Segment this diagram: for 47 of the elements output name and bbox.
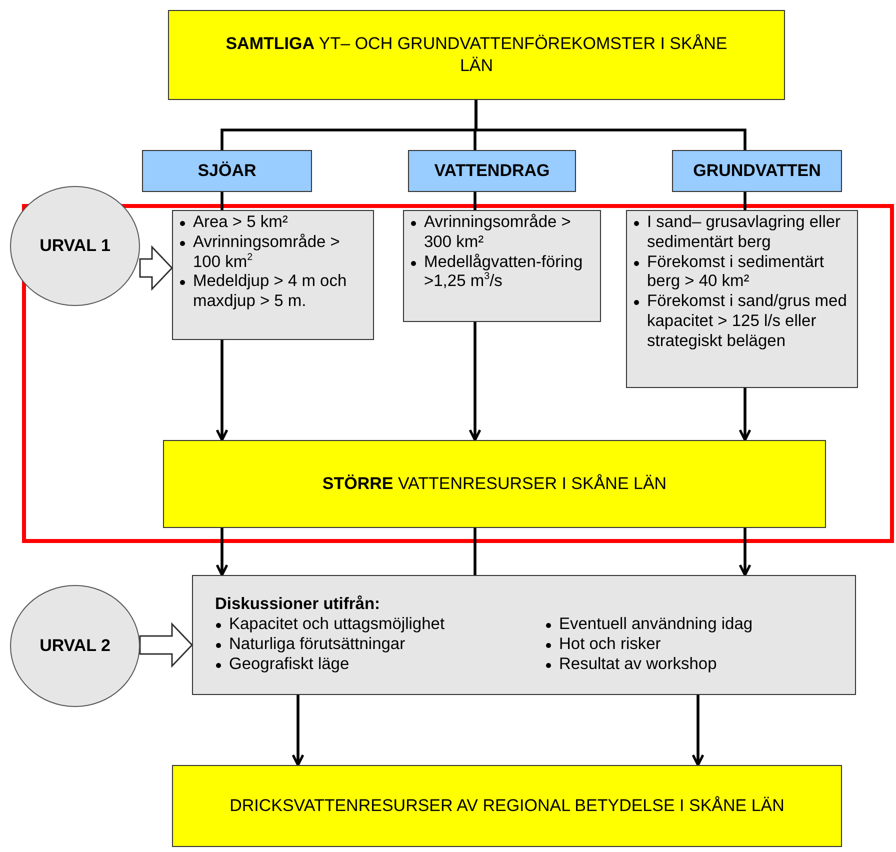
arrow bbox=[738, 388, 752, 442]
discussion-box bbox=[192, 575, 856, 695]
connector-line bbox=[474, 100, 746, 150]
bullet-item: Resultat av workshop bbox=[545, 654, 845, 675]
label: DRICKSVATTENRESURSER AV REGIONAL BETYDELSE I SKÅNE LÄN bbox=[230, 794, 784, 817]
label: GRUNDVATTEN bbox=[693, 161, 821, 181]
label: STÖRRE VATTENRESURSER I SKÅNE LÄN bbox=[322, 472, 667, 495]
bullet-item: Avrinningsområde > 300 km² bbox=[410, 213, 594, 253]
process-box bbox=[168, 10, 785, 100]
label: URVAL 2 bbox=[40, 636, 110, 656]
connector-line bbox=[744, 192, 746, 210]
bullet-item: Avrinningsområde > 100 km$^{2}$ bbox=[179, 232, 367, 272]
arrow bbox=[468, 322, 482, 442]
bullet-item: Kapacitet och uttagsmöjlighet bbox=[215, 615, 545, 635]
bullet-item: I sand– grusavlagring eller sedimentärt berg bbox=[633, 213, 851, 253]
connector-line bbox=[220, 192, 224, 210]
bullet-item: Eventuell användning idag bbox=[545, 615, 845, 635]
bullet-item: Förekomst i sand/grus med kapacitet > 125 l/s eller strategiskt belägen bbox=[633, 292, 851, 352]
arrow bbox=[738, 528, 752, 576]
process-box bbox=[163, 440, 826, 528]
label: SJÖAR bbox=[198, 161, 256, 181]
bullet-item: Naturliga förutsättningar bbox=[215, 635, 545, 655]
bullet-item: Area > 5 km² bbox=[179, 213, 367, 233]
bullet-item: Medeldjup > 4 m och maxdjup > 5 m. bbox=[179, 272, 367, 312]
bullet-item: Hot och risker bbox=[545, 635, 845, 655]
arrow bbox=[216, 340, 228, 442]
criteria-box bbox=[626, 210, 858, 388]
criteria-box bbox=[172, 210, 374, 340]
arrow bbox=[692, 695, 704, 766]
bullet-item: Medellågvatten-föring >1,25 m$^{3}$/s bbox=[410, 252, 594, 292]
block-arrow bbox=[139, 245, 174, 291]
category-box bbox=[142, 150, 312, 192]
arrow bbox=[216, 528, 228, 576]
connector-line bbox=[474, 192, 476, 210]
heading: Diskussioner utifrån: bbox=[215, 595, 382, 616]
bullet-item: Förekomst i sedimentärt berg > 40 km² bbox=[633, 252, 851, 292]
label: SAMTLIGA YT– OCH GRUNDVATTENFÖREKOMSTER I SKÅNE LÄN bbox=[224, 32, 728, 77]
bullet-item: Geografiskt läge bbox=[215, 654, 545, 675]
result-box bbox=[172, 765, 842, 847]
connector-line bbox=[474, 528, 476, 575]
block-arrow bbox=[139, 622, 194, 668]
category-box bbox=[672, 150, 842, 192]
arrow bbox=[292, 695, 304, 766]
label: URVAL 1 bbox=[40, 236, 110, 256]
category-box bbox=[408, 150, 576, 192]
label: VATTENDRAG bbox=[434, 161, 550, 181]
criteria-box bbox=[403, 210, 601, 322]
